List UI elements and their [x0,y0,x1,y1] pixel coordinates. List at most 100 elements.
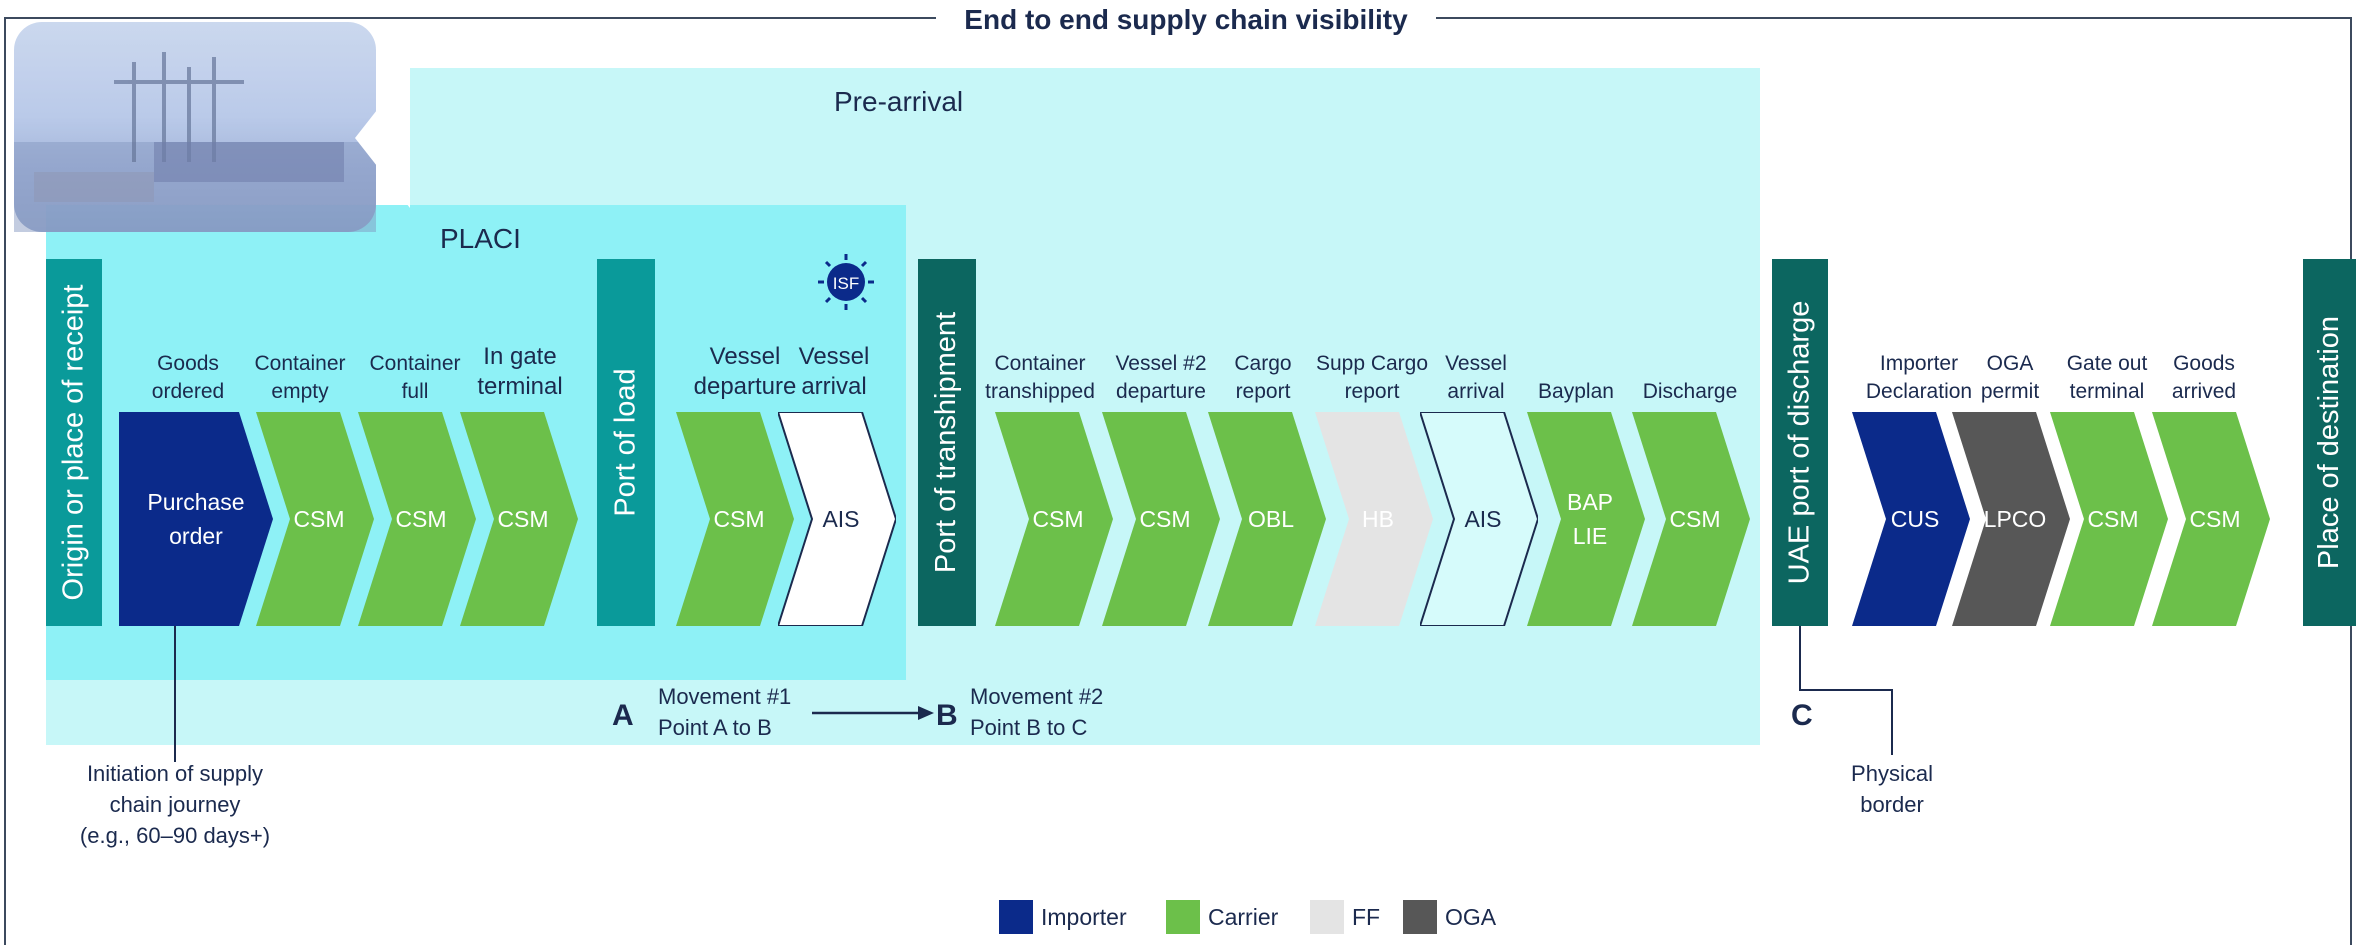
step-6-box-text: AIS [778,412,896,626]
step-14-chevron: CUS [1852,412,1970,626]
movement-2-text: Movement #2 Point B to C [970,681,1103,743]
movement-1-text: Movement #1 Point A to B [658,681,791,743]
step-16-label-line-2: terminal [2069,380,2145,403]
step-13-box-text: CSM [1632,412,1750,626]
step-17-label-line-1: Goods [2173,352,2235,375]
step-16-chevron: CSM [2050,412,2168,626]
milestone-place-of-destination: Place of destination [2303,259,2356,626]
step-6-label: Vessel arrival [764,342,904,402]
milestone-port-of-transhipment: Port of transhipment [918,259,976,626]
step-15-chevron: LPCO [1952,412,2070,626]
step-9-box-text: OBL [1208,412,1326,626]
milestone-uae-port-of-discharge: UAE port of discharge [1772,259,1828,626]
step-10-box-line-1: HB [1362,506,1394,532]
step-4-box-line-1: CSM [497,506,549,532]
step-7-box-line-1: CSM [1032,506,1084,532]
step-11-box-line-1: AIS [1464,506,1502,532]
step-13-chevron: CSM [1632,412,1750,626]
step-8-label-line-1: Vessel #2 [1115,352,1207,375]
step-11-box-text: AIS [1420,412,1538,626]
legend-ff: FF [1310,900,1380,934]
step-10-chevron: HB [1315,412,1433,626]
isf-badge: ISF [818,254,874,310]
step-1-label: Goods ordered [118,350,258,406]
step-11-chevron: AIS [1420,412,1538,626]
milestone-origin: Origin or place of receipt [46,259,102,626]
step-1-label-line-1: Goods [157,352,219,375]
step-2-label-line-1: Container [254,352,346,375]
initiation-note-line-1: Initiation of supply [86,761,264,786]
step-13-label-line-2: Discharge [1642,380,1738,403]
step-6-label-line-2: arrival [801,373,867,400]
legend-oga-label: OGA [1445,903,1497,930]
step-1-box-line-2: order [169,523,223,549]
step-3-label-line-2: full [401,380,429,403]
step-2-box-text: CSM [256,412,374,626]
step-3-label: Container full [345,350,485,406]
step-13-box-line-1: CSM [1669,506,1721,532]
step-9-label-line-1: Cargo [1234,352,1292,375]
diagram-title: End to end supply chain visibility [936,2,1436,38]
legend-importer-swatch [999,900,1033,934]
step-9-box-line-1: OBL [1247,506,1295,532]
step-6-box-line-1: AIS [822,506,860,532]
initiation-note-line-2: chain journey [109,792,241,817]
step-14-box-line-1: CUS [1890,506,1940,532]
port-photo-image [14,22,376,232]
step-4-label-line-2: terminal [477,373,563,400]
step-6-chevron: AIS [778,412,896,626]
step-9-label: Cargo report [1193,350,1333,406]
step-9-chevron: OBL [1208,412,1326,626]
step-15-label-line-1: OGA [1986,352,2034,375]
step-7-label-line-1: Container [994,352,1086,375]
step-7-label-line-2: transhipped [985,380,1095,403]
step-5-chevron: CSM [676,412,794,626]
step-16-box-line-1: CSM [2087,506,2139,532]
step-5-box-line-1: CSM [713,506,765,532]
step-16-box-text: CSM [2050,412,2168,626]
step-1-label-line-2: ordered [151,380,225,403]
step-17-chevron: CSM [2152,412,2270,626]
step-4-label-line-1: In gate [483,343,557,370]
step-17-label: Goods arrived [2134,350,2274,406]
step-10-label-line-1: Supp Cargo [1315,352,1429,375]
step-2-box-line-1: CSM [293,506,345,532]
movement-arrow-head [918,706,934,720]
step-10-box-text: HB [1315,412,1433,626]
physical-border-note: Physical border [1832,758,1952,820]
step-12-label: Bayplan [1506,350,1646,406]
movement-1-line-1: Movement #1 [658,684,792,709]
step-7-box-text: CSM [995,412,1113,626]
step-15-box-line-1: LPCO [1983,506,2047,532]
step-3-box-line-1: CSM [395,506,447,532]
step-3-label-line-1: Container [369,352,461,375]
initiation-note: Initiation of supply chain journey (e.g.… [40,758,310,851]
legend-carrier: Carrier [1166,900,1278,934]
step-15-label: OGA permit [1940,350,2080,406]
step-8-box-text: CSM [1102,412,1220,626]
legend-ff-label: FF [1352,903,1381,930]
legend-importer: Importer [999,900,1127,934]
isf-badge-text: ISF [833,274,859,293]
step-9-label-line-2: report [1235,380,1291,403]
step-17-label-line-2: arrived [2171,380,2237,403]
step-15-box-text: LPCO [1952,412,2070,626]
step-6-label-line-1: Vessel [798,343,870,370]
point-c-label: C [1791,699,1813,732]
initiation-note-line-3: (e.g., 60–90 days+) [79,823,271,848]
placi-label: PLACI [440,223,521,254]
legend-oga-swatch [1403,900,1437,934]
step-12-label-line-2: Bayplan [1538,380,1614,403]
step-3-chevron: CSM [358,412,476,626]
legend-ff-swatch [1310,900,1344,934]
step-15-label-line-2: permit [1980,380,2040,403]
movement-1-line-2: Point A to B [658,715,772,740]
point-a-label: A [612,699,634,732]
